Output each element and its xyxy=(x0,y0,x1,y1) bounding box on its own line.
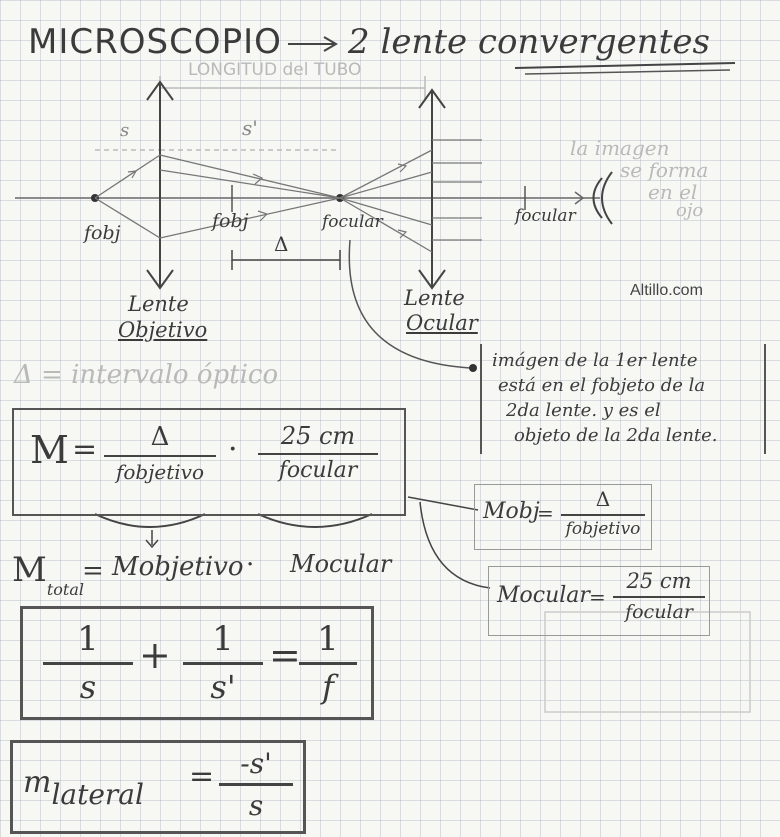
m-ocular-fraction: 25 cm focular xyxy=(613,569,705,623)
m-lateral-fraction: -s' s xyxy=(219,747,293,822)
ray xyxy=(94,154,161,199)
m-ocular-eq: = xyxy=(589,585,606,609)
connector-mocular xyxy=(419,501,491,589)
ray xyxy=(339,197,433,226)
m-lateral-eq: = xyxy=(189,759,215,794)
formula-m-eq: = xyxy=(72,432,98,467)
delta-label: Δ xyxy=(274,232,289,256)
lens-eq-t2-den: s' xyxy=(210,668,236,706)
m-ocular-lhs: Mocular xyxy=(497,583,590,608)
lens-eq-t1-den: s xyxy=(79,668,97,706)
s-label: s xyxy=(120,120,130,141)
ray xyxy=(339,197,433,253)
ray xyxy=(159,154,341,199)
eye-note-line-4: ojo xyxy=(676,200,704,221)
lens-eq-term-3: 1 f xyxy=(299,619,357,706)
m-obj-box: Mobj = Δ fobjetivo xyxy=(474,484,652,550)
formula-m-fraction-1: Δ fobjetivo xyxy=(104,422,216,484)
eye-note-line-1: la imagen xyxy=(570,136,670,160)
lens-objective-label-2: Objetivo xyxy=(118,318,208,342)
lens-eq-t3-den: f xyxy=(322,668,334,706)
ray xyxy=(94,197,161,239)
m-obj-lhs: Mobj xyxy=(483,499,540,524)
formula-m-f2-num: 25 cm xyxy=(280,422,356,450)
m-obj-eq: = xyxy=(537,501,554,525)
title-underline xyxy=(514,62,736,69)
formula-m-f1-num: Δ xyxy=(150,422,170,452)
lens-eq-eq: = xyxy=(269,633,301,677)
f-ocular-center-label: focular xyxy=(322,212,383,232)
lens-eq-t3-num: 1 xyxy=(317,619,339,659)
faint-interval-note: Δ = intervalo óptico xyxy=(14,360,279,390)
ray xyxy=(339,149,433,199)
formula-m-f2-den: focular xyxy=(278,458,358,483)
title-right: 2 lente convergentes xyxy=(348,22,710,62)
m-ocular-box: Mocular = 25 cm focular xyxy=(488,566,710,636)
m-total-lhs-letter: M xyxy=(12,550,47,590)
m-obj-num: Δ xyxy=(595,487,611,511)
note-line-1: imágen de la 1er lente xyxy=(492,350,698,371)
m-total-eq: = xyxy=(82,556,104,586)
eye-note-line-3: en el xyxy=(648,180,698,204)
m-lateral-num: -s' xyxy=(240,747,272,780)
pointer-curve xyxy=(348,239,471,369)
title-arrow-head xyxy=(323,36,338,52)
eye-note-line-2: se forma xyxy=(620,158,709,182)
lens-eq-t2-num: 1 xyxy=(212,619,234,659)
bracket-objective xyxy=(94,513,206,528)
m-total-lhs: Mtotal xyxy=(12,550,84,599)
f-obj-left-label: fobj xyxy=(84,222,121,244)
bracket-ocular xyxy=(257,513,373,528)
ray xyxy=(339,171,433,199)
m-total-lhs-sub: total xyxy=(46,580,84,599)
formula-m-fraction-2: 25 cm focular xyxy=(258,422,378,483)
lens-eq-term-2: 1 s' xyxy=(183,619,263,706)
m-lateral-box: mlateral = -s' s xyxy=(10,740,306,834)
f-ocular-right-label: focular xyxy=(515,206,576,226)
note-line-3: 2da lente. y es el xyxy=(506,400,661,421)
m-lateral-lhs-letter: m xyxy=(23,765,52,800)
lens-eq-t1-num: 1 xyxy=(77,619,99,659)
lens-objective-label-1: Lente xyxy=(128,292,189,316)
m-ocular-den: focular xyxy=(625,600,693,623)
m-lateral-lhs-sub: lateral xyxy=(51,778,144,811)
note-line-4: objeto de la 2da lente. xyxy=(514,425,718,446)
eye xyxy=(592,177,603,219)
lens-equation-box: 1 s + 1 s' = 1 f xyxy=(20,606,374,720)
m-total-dot: · xyxy=(246,550,255,580)
m-ocular-num: 25 cm xyxy=(626,569,692,593)
m-lateral-lhs: mlateral xyxy=(23,765,144,811)
formula-m-dot: · xyxy=(228,432,238,467)
s-prime-label: s' xyxy=(242,116,258,140)
tube-length-label: LONGITUD del TUBO xyxy=(188,60,362,80)
note-box: imágen de la 1er lente está en el fobjet… xyxy=(480,344,766,454)
faint-scribble-box xyxy=(544,611,751,713)
watermark: Altillo.com xyxy=(630,282,703,299)
m-obj-den: fobjetivo xyxy=(565,518,641,539)
m-total-term-2: Mocular xyxy=(290,550,392,578)
formula-m-box: M = Δ fobjetivo · 25 cm focular xyxy=(12,408,406,516)
lens-eq-term-1: 1 s xyxy=(43,619,133,706)
ray xyxy=(159,197,341,239)
formula-m-f1-den: fobjetivo xyxy=(115,460,205,484)
m-obj-fraction: Δ fobjetivo xyxy=(561,487,645,539)
lens-ocular-label-1: Lente xyxy=(404,286,465,310)
f-obj-right-label: fobj xyxy=(212,210,249,232)
lens-ocular-label-2: Ocular xyxy=(406,311,478,335)
m-lateral-den: s xyxy=(248,788,264,822)
title-left: MICROSCOPIO xyxy=(28,22,282,62)
ray xyxy=(159,169,341,199)
m-total-term-1: Mobjetivo xyxy=(112,552,244,582)
formula-m-lhs: M xyxy=(30,428,69,472)
lens-eq-plus: + xyxy=(139,633,171,677)
connector-mobj xyxy=(407,496,479,511)
note-line-2: está en el fobjeto de la xyxy=(498,375,706,396)
